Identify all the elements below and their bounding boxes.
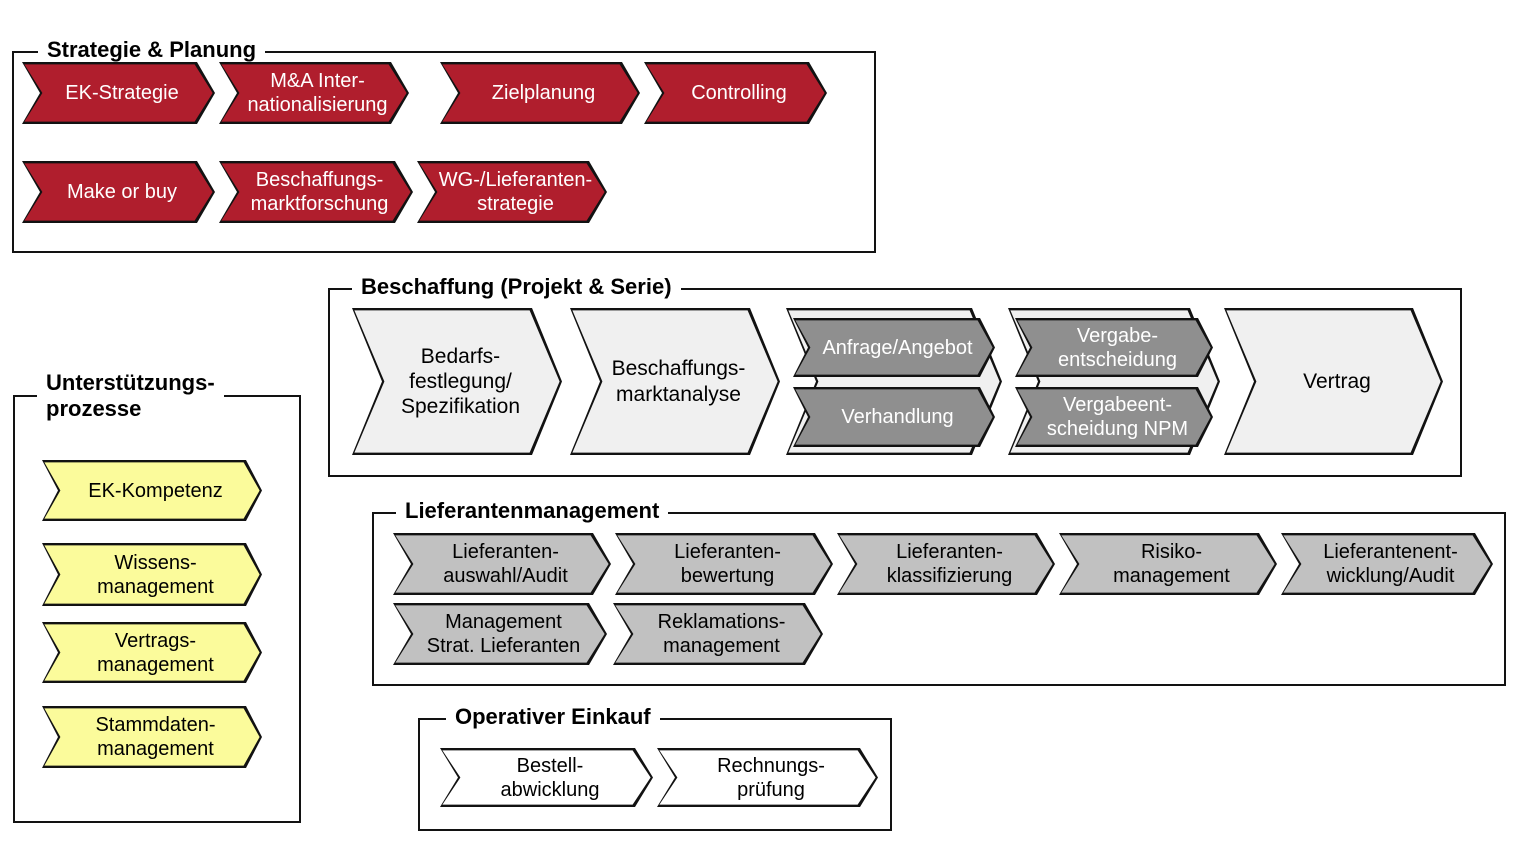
process-arrow-label: Stammdaten- management xyxy=(95,714,216,760)
process-arrow-risikomanagement: Risiko- management xyxy=(1059,533,1277,595)
process-arrow-label: EK-Strategie xyxy=(65,82,179,104)
group-title-beschaffung: Beschaffung (Projekt & Serie) xyxy=(352,274,681,300)
process-arrow-beschaffungsmarktforschung: Beschaffungs- marktforschung xyxy=(219,161,413,223)
group-unterstuetzungsprozesse: Unterstützungs- prozesse xyxy=(13,370,301,823)
process-arrow-management-strat-lieferanten: Management Strat. Lieferanten xyxy=(393,603,607,665)
process-arrow-vertrag: Vertrag xyxy=(1224,308,1443,455)
process-arrow-label: Bestell- abwicklung xyxy=(500,754,600,801)
process-arrow-lieferantenauswahl-audit: Lieferanten- auswahl/Audit xyxy=(393,533,611,595)
process-arrow-label: Anfrage/Angebot xyxy=(822,336,973,359)
process-arrow-label: WG-/Lieferanten- strategie xyxy=(438,169,593,215)
process-arrow-label: Management Strat. Lieferanten xyxy=(426,611,581,657)
group-title-operativer-einkauf: Operativer Einkauf xyxy=(446,704,660,730)
process-arrow-label: Zielplanung xyxy=(491,82,596,104)
stage-container-vergabe: Vergabe- entscheidung Vergabeent- scheid… xyxy=(1008,308,1220,455)
process-arrow-vergabeentscheidung-npm: Vergabeent- scheidung NPM xyxy=(1015,387,1213,447)
process-arrow-label: Bedarfs- festlegung/ Spezifikation xyxy=(400,344,521,419)
process-arrow-label: Controlling xyxy=(691,82,787,104)
process-arrow-vergabeentscheidung: Vergabe- entscheidung xyxy=(1015,318,1213,377)
process-arrow-label: Wissens- management xyxy=(97,551,214,598)
process-arrow-label: Beschaffungs- marktanalyse xyxy=(611,357,746,406)
process-arrow-label: Beschaffungs- marktforschung xyxy=(250,169,389,215)
process-arrow-ek-strategie: EK-Strategie xyxy=(22,62,215,124)
process-arrow-bedarfsfestlegung: Bedarfs- festlegung/ Spezifikation xyxy=(352,308,562,455)
process-arrow-label: Make or buy xyxy=(66,181,178,203)
process-arrow-vertragsmanagement: Vertrags- management xyxy=(42,622,262,683)
process-arrow-bestellabwicklung: Bestell- abwicklung xyxy=(440,748,653,807)
process-arrow-label: Vergabe- entscheidung xyxy=(1058,324,1177,371)
process-arrow-zielplanung: Zielplanung xyxy=(440,62,640,124)
process-arrow-label: Rechnungs- prüfung xyxy=(717,754,825,801)
process-arrow-label: Lieferantenent- wicklung/Audit xyxy=(1323,541,1458,587)
stage-container-anfrage-verhandlung: Anfrage/Angebot Verhandlung xyxy=(786,308,1002,455)
process-arrow-wg-lieferantenstrategie: WG-/Lieferanten- strategie xyxy=(417,161,607,223)
group-title-strategie-planung: Strategie & Planung xyxy=(38,37,266,63)
process-arrow-label: Vertrag xyxy=(1303,369,1371,393)
process-arrow-controlling: Controlling xyxy=(644,62,827,124)
process-arrow-label: Lieferanten- auswahl/Audit xyxy=(443,541,568,587)
process-arrow-ek-kompetenz: EK-Kompetenz xyxy=(42,460,262,521)
process-arrow-anfrage-angebot: Anfrage/Angebot xyxy=(793,318,995,377)
process-arrow-label: EK-Kompetenz xyxy=(88,479,223,502)
group-lieferantenmanagement: Lieferantenmanagement xyxy=(372,498,1506,686)
process-arrow-lieferantenentwicklung-audit: Lieferantenent- wicklung/Audit xyxy=(1281,533,1493,595)
group-beschaffung: Beschaffung (Projekt & Serie) xyxy=(328,274,1462,477)
process-arrow-beschaffungsmarktanalyse: Beschaffungs- marktanalyse xyxy=(570,308,780,455)
group-operativer-einkauf: Operativer Einkauf xyxy=(418,704,892,831)
process-arrow-rechnungspruefung: Rechnungs- prüfung xyxy=(657,748,878,807)
process-arrow-ma-internationalisierung: M&A Inter- nationalisierung xyxy=(219,62,409,124)
process-arrow-label: Reklamations- management xyxy=(657,611,786,657)
process-arrow-verhandlung: Verhandlung xyxy=(793,387,995,447)
process-arrow-label: Lieferanten- bewertung xyxy=(674,541,781,587)
group-strategie-planung: Strategie & Planung xyxy=(12,37,876,253)
process-arrow-wissensmanagement: Wissens- management xyxy=(42,543,262,606)
process-arrow-lieferantenklassifizierung: Lieferanten- klassifizierung xyxy=(837,533,1055,595)
process-arrow-label: Vertrags- management xyxy=(97,629,214,676)
group-title-unterstuetzungsprozesse: Unterstützungs- prozesse xyxy=(37,370,224,422)
process-arrow-make-or-buy: Make or buy xyxy=(22,161,215,223)
process-arrow-reklamationsmanagement: Reklamations- management xyxy=(613,603,823,665)
process-arrow-lieferantenbewertung: Lieferanten- bewertung xyxy=(615,533,833,595)
process-arrow-label: Risiko- management xyxy=(1113,541,1230,587)
process-arrow-label: Vergabeent- scheidung NPM xyxy=(1046,394,1189,440)
process-arrow-label: Lieferanten- klassifizierung xyxy=(886,541,1013,587)
process-arrow-label: M&A Inter- nationalisierung xyxy=(247,70,388,116)
process-arrow-label: Verhandlung xyxy=(841,406,954,428)
group-title-lieferantenmanagement: Lieferantenmanagement xyxy=(396,498,669,524)
process-arrow-stammdatenmanagement: Stammdaten- management xyxy=(42,706,262,768)
